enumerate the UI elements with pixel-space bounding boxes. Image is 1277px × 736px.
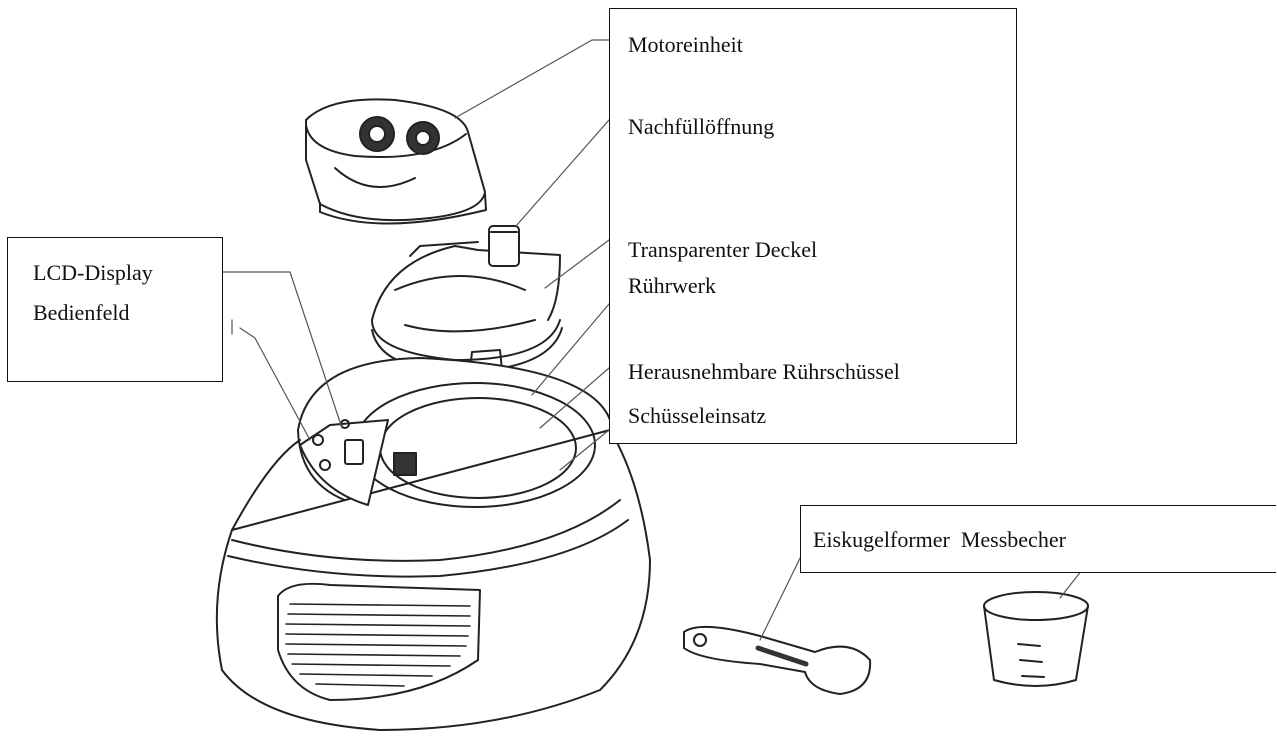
base-unit-drawing: [217, 358, 650, 730]
parts-label-box-bottom: Eiskugelformer Messbecher: [800, 505, 1276, 573]
label-agitator: Rührwerk: [628, 275, 716, 297]
motor-unit-drawing: [306, 99, 486, 223]
label-removable-bowl: Herausnehmbare Rührschüssel: [628, 361, 900, 383]
label-scoop-measuring-cup: Eiskugelformer Messbecher: [813, 529, 1066, 551]
label-motor-unit: Motoreinheit: [628, 34, 743, 56]
scoop-drawing: [684, 627, 870, 694]
label-bowl-insert: Schüsseleinsatz: [628, 405, 766, 427]
parts-label-box-right: Motoreinheit Nachfüllöffnung Transparent…: [609, 8, 1017, 444]
parts-label-box-left: LCD-Display Bedienfeld: [7, 237, 223, 382]
label-refill-opening: Nachfüllöffnung: [628, 116, 774, 138]
measuring-cup-drawing: [984, 592, 1088, 686]
label-transparent-lid: Transparenter Deckel: [628, 239, 817, 261]
label-lcd-display: LCD-Display: [33, 262, 153, 284]
transparent-lid-drawing: [372, 226, 562, 372]
label-control-panel: Bedienfeld: [33, 302, 130, 324]
